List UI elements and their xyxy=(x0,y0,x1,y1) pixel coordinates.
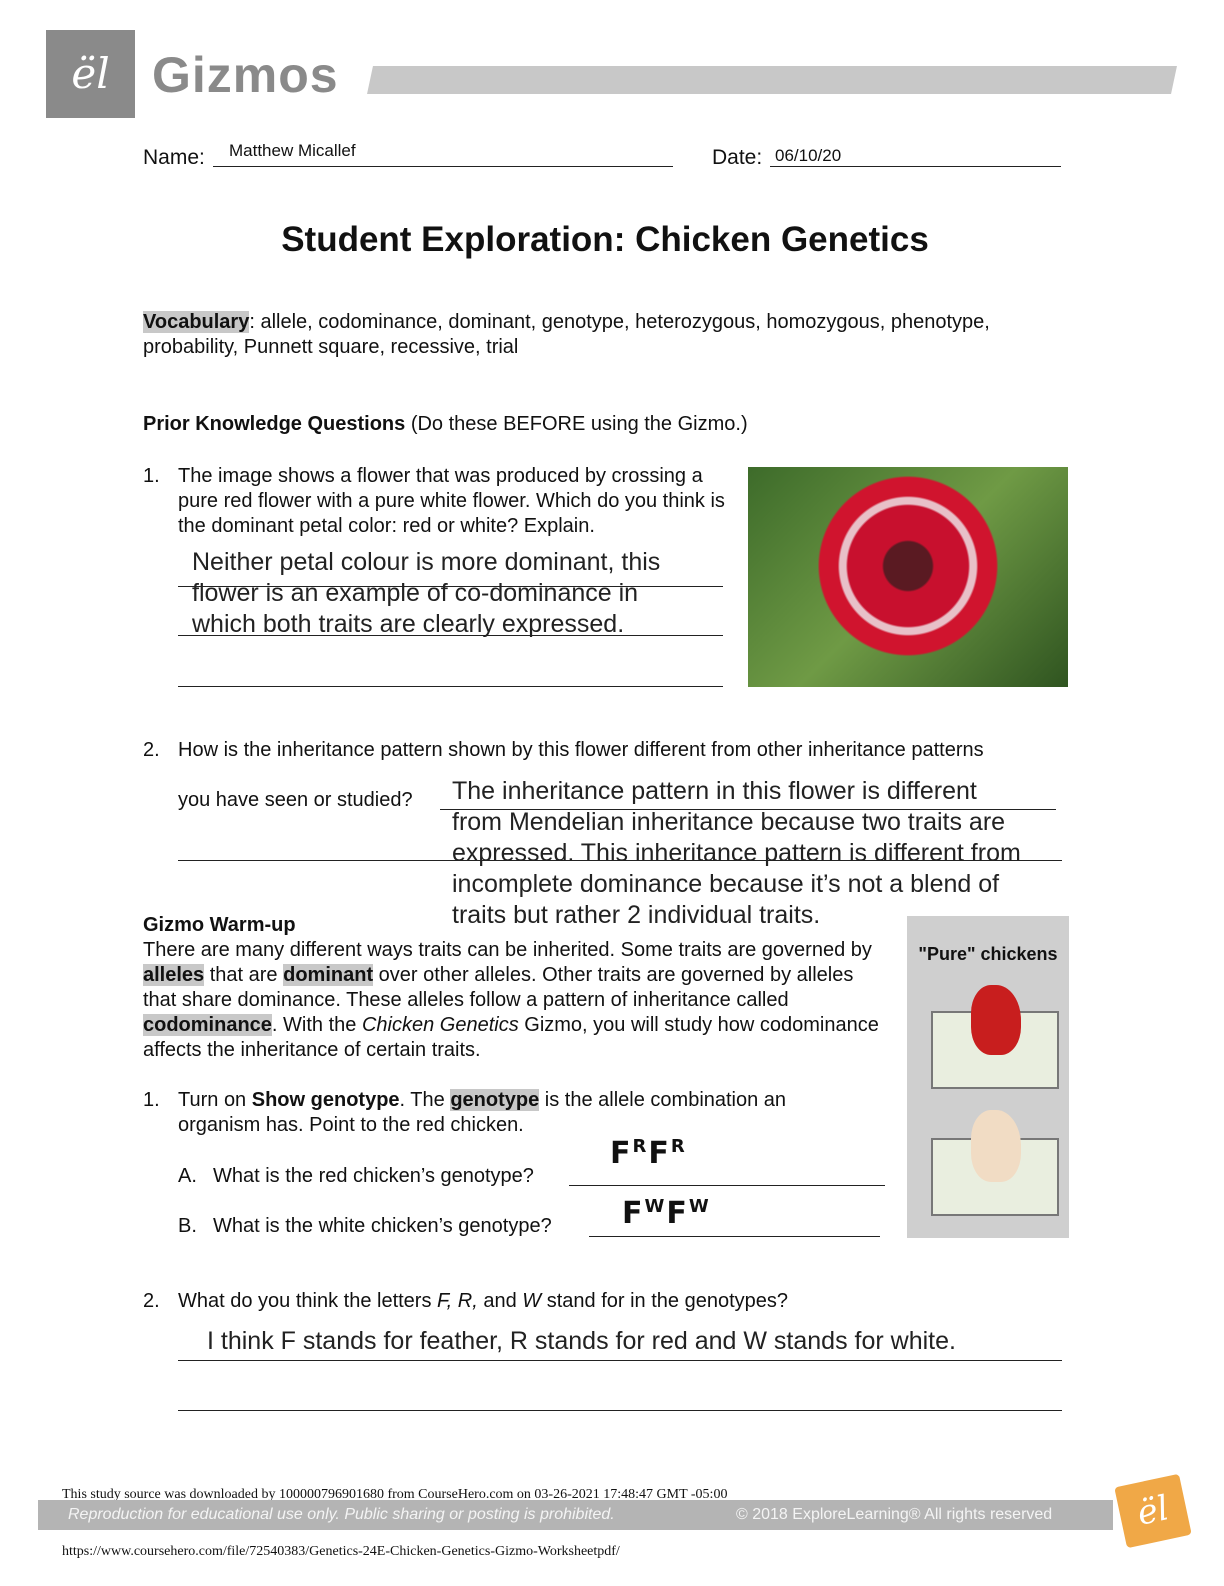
wB-answer[interactable]: FWFW xyxy=(622,1196,711,1231)
warmup-paragraph: There are many different ways traits can… xyxy=(143,939,879,1061)
white-chicken-image[interactable] xyxy=(931,1110,1059,1216)
q2-text-cont: you have seen or studied? xyxy=(178,789,413,811)
panel-title: "Pure" chickens xyxy=(918,944,1058,964)
name-field[interactable]: Matthew Micallef xyxy=(229,141,356,160)
header-bar xyxy=(367,66,1177,94)
q1-number: 1. xyxy=(143,465,160,487)
pure-chickens-panel: "Pure" chickens xyxy=(907,916,1069,1238)
q1-answer-1[interactable]: Neither petal colour is more dominant, t… xyxy=(192,548,661,576)
w1-text: Turn on Show genotype. The genotype is t… xyxy=(178,1089,787,1136)
wB-text: What is the white chicken’s genotype? xyxy=(213,1215,552,1237)
date-label: Date: xyxy=(712,146,763,169)
q1-answer-2[interactable]: flower is an example of co-dominance in xyxy=(192,579,639,607)
w1-number: 1. xyxy=(143,1089,160,1111)
vocab-list: : allele, codominance, dominant, genotyp… xyxy=(143,311,990,358)
wA-answer[interactable]: FRFR xyxy=(610,1136,687,1171)
w2-answer[interactable]: I think F stands for feather, R stands f… xyxy=(207,1327,956,1355)
gizmos-logo: ël xyxy=(46,30,135,118)
prior-heading: Prior Knowledge Questions (Do these BEFO… xyxy=(143,413,748,435)
q1-answer-3[interactable]: which both traits are clearly expressed. xyxy=(192,610,625,638)
wB-label: B. xyxy=(178,1215,197,1237)
explorelearning-logo: ël xyxy=(1114,1473,1192,1549)
q2-text: How is the inheritance pattern shown by … xyxy=(178,739,984,761)
footer-bar: Reproduction for educational use only. P… xyxy=(38,1500,1113,1530)
download-notice: This study source was downloaded by 1000… xyxy=(62,1487,728,1502)
name-label: Name: xyxy=(143,146,205,169)
page-title: Student Exploration: Chicken Genetics xyxy=(281,220,929,259)
warmup-heading: Gizmo Warm-up xyxy=(143,914,296,936)
q2-answer[interactable]: The inheritance pattern in this flower i… xyxy=(452,777,1021,929)
source-url[interactable]: https://www.coursehero.com/file/72540383… xyxy=(62,1544,620,1559)
wA-label: A. xyxy=(178,1165,197,1187)
dahlia-flower-image xyxy=(748,467,1068,687)
wA-text: What is the red chicken’s genotype? xyxy=(213,1165,534,1187)
w2-text: What do you think the letters F, R, and … xyxy=(178,1290,789,1312)
red-chicken-image[interactable] xyxy=(931,985,1059,1089)
date-field[interactable]: 06/10/20 xyxy=(775,146,842,165)
q2-number: 2. xyxy=(143,739,160,761)
w2-number: 2. xyxy=(143,1290,160,1312)
vocab-label: Vocabulary xyxy=(143,311,250,333)
q1-text: The image shows a flower that was produc… xyxy=(178,465,725,537)
vocabulary: Vocabulary: allele, codominance, dominan… xyxy=(143,310,1083,360)
brand-name: Gizmos xyxy=(152,47,339,103)
